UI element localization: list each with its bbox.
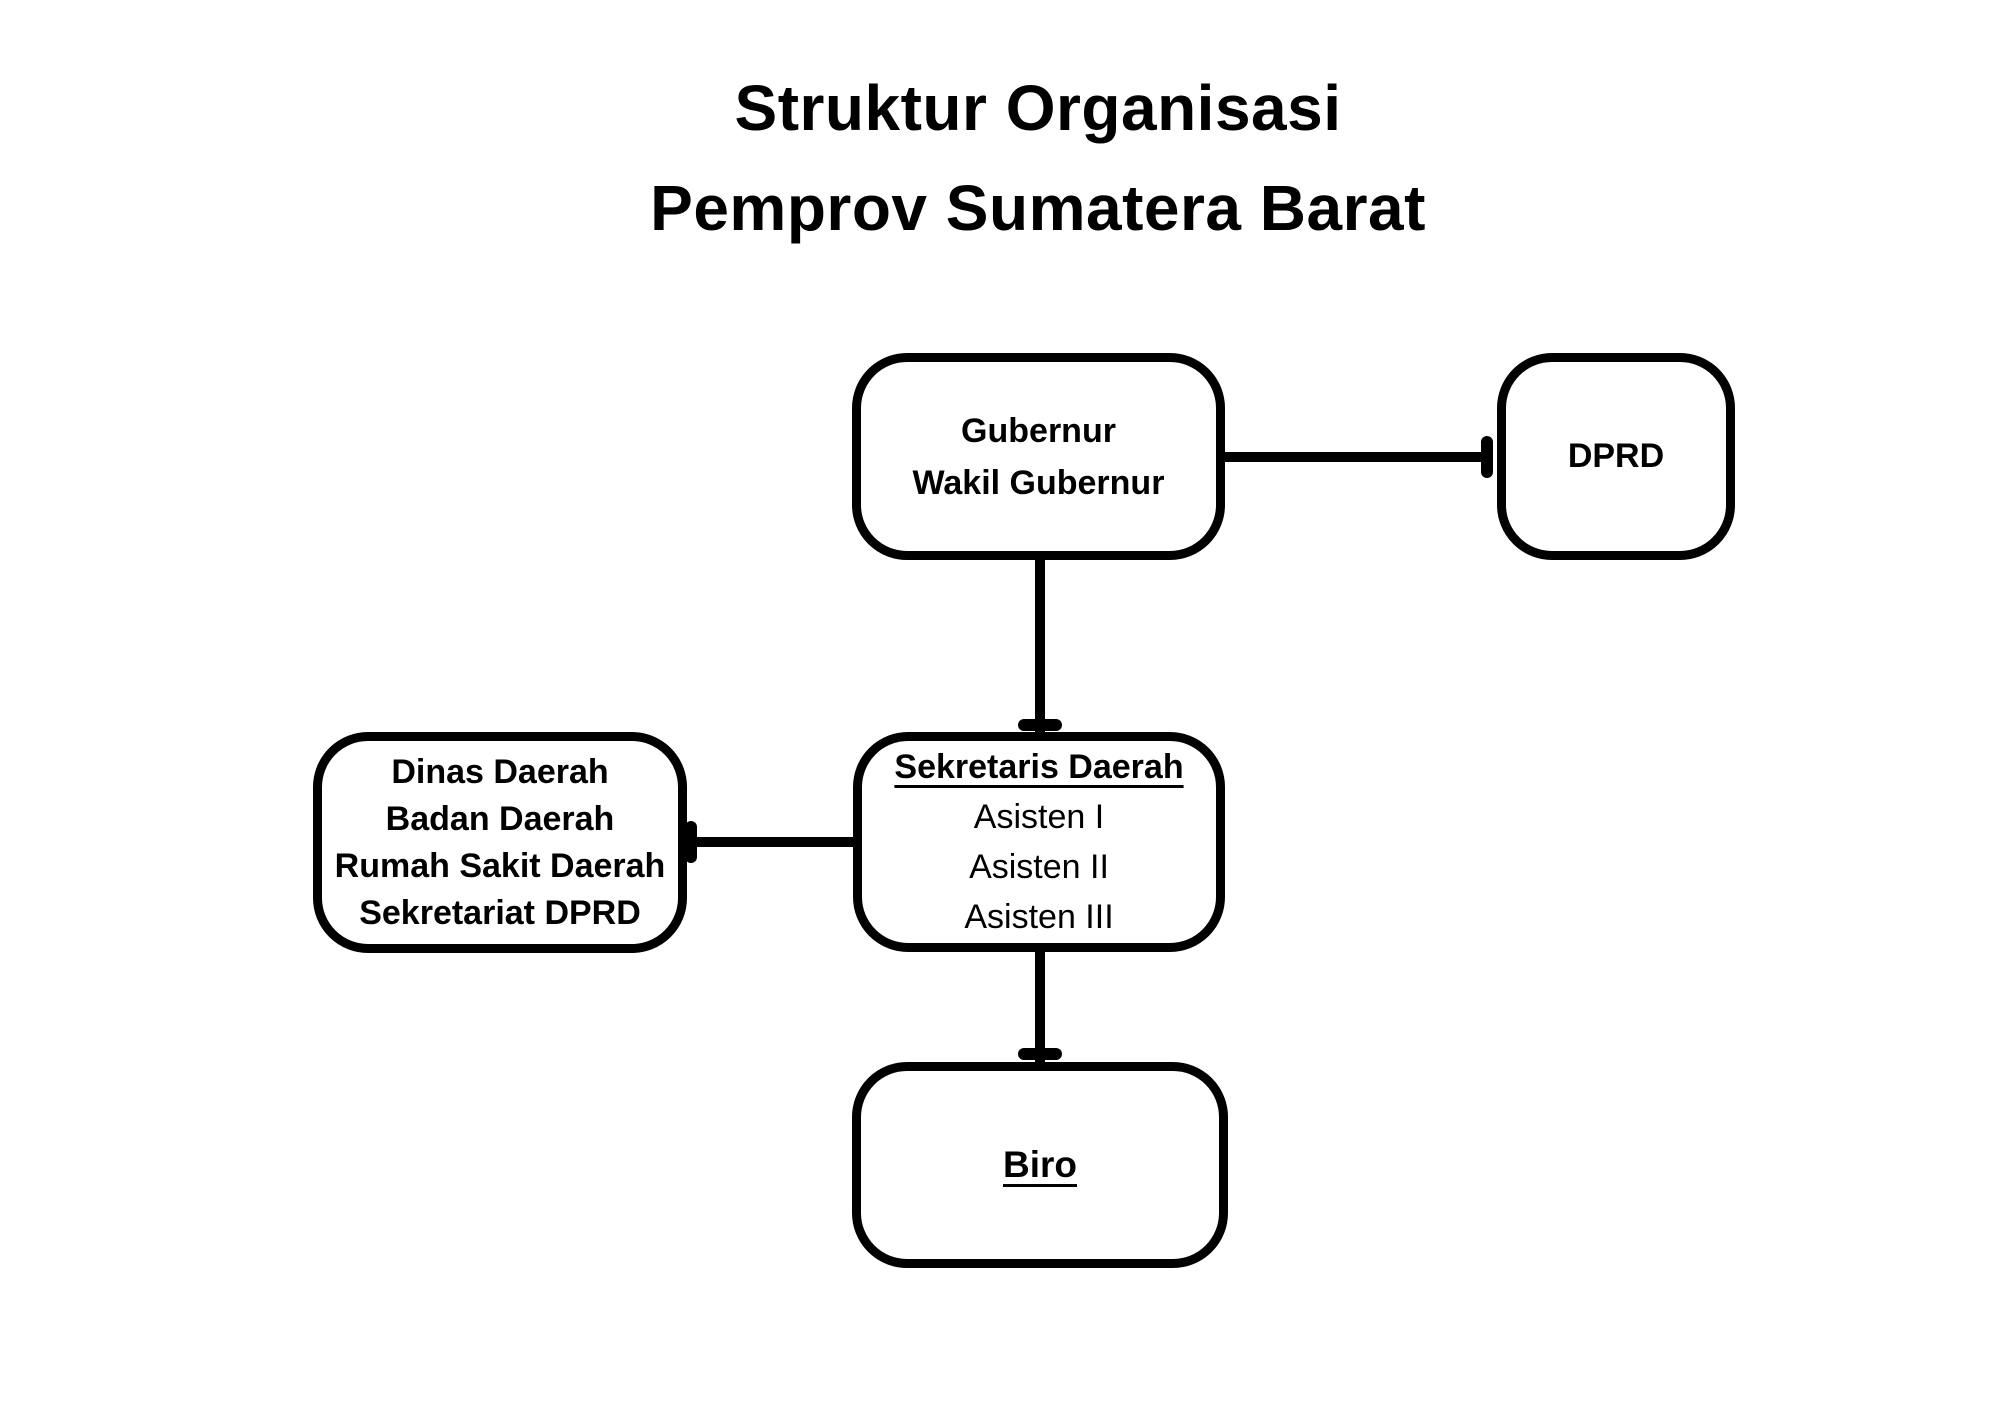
- node-gubernur-line-2: Wakil Gubernur: [912, 463, 1165, 502]
- connector-gubernur-sekretaris: [1035, 556, 1045, 734]
- node-gubernur-line-1: Gubernur: [961, 411, 1116, 450]
- connector-endpoint-biro: [1018, 1048, 1062, 1060]
- node-perangkat-line-2: Badan Daerah: [385, 799, 615, 838]
- node-biro-label: Biro: [1003, 1144, 1077, 1185]
- node-sekretaris-line-1: Asisten I: [973, 798, 1105, 836]
- connector-endpoint-dprd: [1481, 436, 1493, 478]
- connector-endpoint-perangkat: [685, 821, 697, 863]
- node-gubernur: Gubernur Wakil Gubernur: [852, 353, 1225, 560]
- connector-gubernur-dprd: [1222, 452, 1490, 462]
- connector-endpoint-sekretaris: [1018, 719, 1062, 731]
- page-title: Struktur Organisasi Pemprov Sumatera Bar…: [38, 58, 2000, 258]
- node-sekretaris-heading: Sekretaris Daerah: [894, 748, 1184, 786]
- node-sekretaris-daerah: Sekretaris Daerah Asisten I Asisten II A…: [853, 732, 1225, 952]
- connector-sekretaris-perangkat: [688, 837, 856, 847]
- node-perangkat-line-3: Rumah Sakit Daerah: [334, 846, 666, 885]
- node-sekretaris-line-3: Asisten III: [964, 898, 1114, 936]
- node-sekretaris-line-2: Asisten II: [969, 848, 1109, 886]
- node-biro: Biro: [852, 1062, 1228, 1268]
- page-title-line-1: Struktur Organisasi: [734, 72, 1342, 144]
- node-perangkat-line-4: Sekretariat DPRD: [359, 893, 641, 932]
- node-perangkat-daerah: Dinas Daerah Badan Daerah Rumah Sakit Da…: [313, 732, 687, 953]
- node-dprd-label: DPRD: [1567, 437, 1665, 475]
- connector-sekretaris-biro: [1035, 949, 1045, 1062]
- node-dprd: DPRD: [1497, 353, 1735, 560]
- page-title-line-2: Pemprov Sumatera Barat: [650, 172, 1426, 244]
- node-perangkat-line-1: Dinas Daerah: [391, 752, 609, 791]
